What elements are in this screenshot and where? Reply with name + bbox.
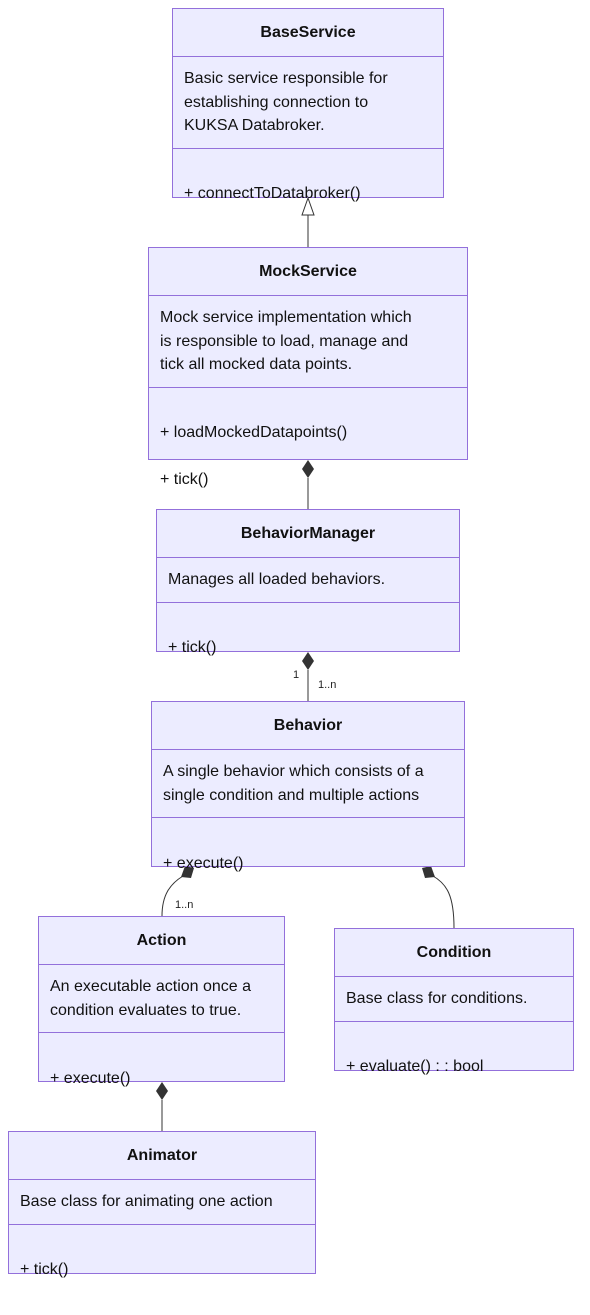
class-box-animator[interactable]: Animator Base class for animating one ac… (8, 1131, 316, 1274)
class-methods: + execute() (152, 818, 464, 909)
class-name: BehaviorManager (157, 510, 459, 558)
method: + execute() (163, 852, 453, 876)
class-methods: + loadMockedDatapoints() + tick() (149, 388, 467, 526)
class-box-action[interactable]: Action An executable action once a condi… (38, 916, 285, 1082)
class-methods: + evaluate() : : bool (335, 1022, 573, 1113)
class-name: Behavior (152, 702, 464, 750)
class-methods: + tick() (157, 603, 459, 694)
method: + execute() (50, 1067, 273, 1091)
class-description: An executable action once a condition ev… (39, 965, 284, 1033)
class-description: Base class for conditions. (335, 977, 573, 1022)
class-methods: + tick() (9, 1225, 315, 1315)
class-description: A single behavior which consists of a si… (152, 750, 464, 818)
class-description: Manages all loaded behaviors. (157, 558, 459, 603)
class-name: BaseService (173, 9, 443, 57)
class-box-behavior[interactable]: Behavior A single behavior which consist… (151, 701, 465, 867)
method: + tick() (160, 468, 456, 492)
class-name: MockService (149, 248, 467, 296)
class-name: Condition (335, 929, 573, 977)
class-box-mockservice[interactable]: MockService Mock service implementation … (148, 247, 468, 460)
class-methods: + connectToDatabroker() (173, 149, 443, 240)
class-description: Basic service responsible for establishi… (173, 57, 443, 149)
method: + connectToDatabroker() (184, 182, 432, 206)
class-description: Mock service implementation which is res… (149, 296, 467, 388)
class-name: Action (39, 917, 284, 965)
method: + tick() (168, 636, 448, 660)
class-box-behaviormanager[interactable]: BehaviorManager Manages all loaded behav… (156, 509, 460, 652)
class-methods: + execute() (39, 1033, 284, 1124)
class-box-baseservice[interactable]: BaseService Basic service responsible fo… (172, 8, 444, 198)
method: + loadMockedDatapoints() (160, 421, 456, 445)
class-name: Animator (9, 1132, 315, 1180)
method: + evaluate() : : bool (346, 1055, 562, 1079)
class-box-condition[interactable]: Condition Base class for conditions. + e… (334, 928, 574, 1071)
method: + tick() (20, 1258, 304, 1282)
class-description: Base class for animating one action (9, 1180, 315, 1225)
